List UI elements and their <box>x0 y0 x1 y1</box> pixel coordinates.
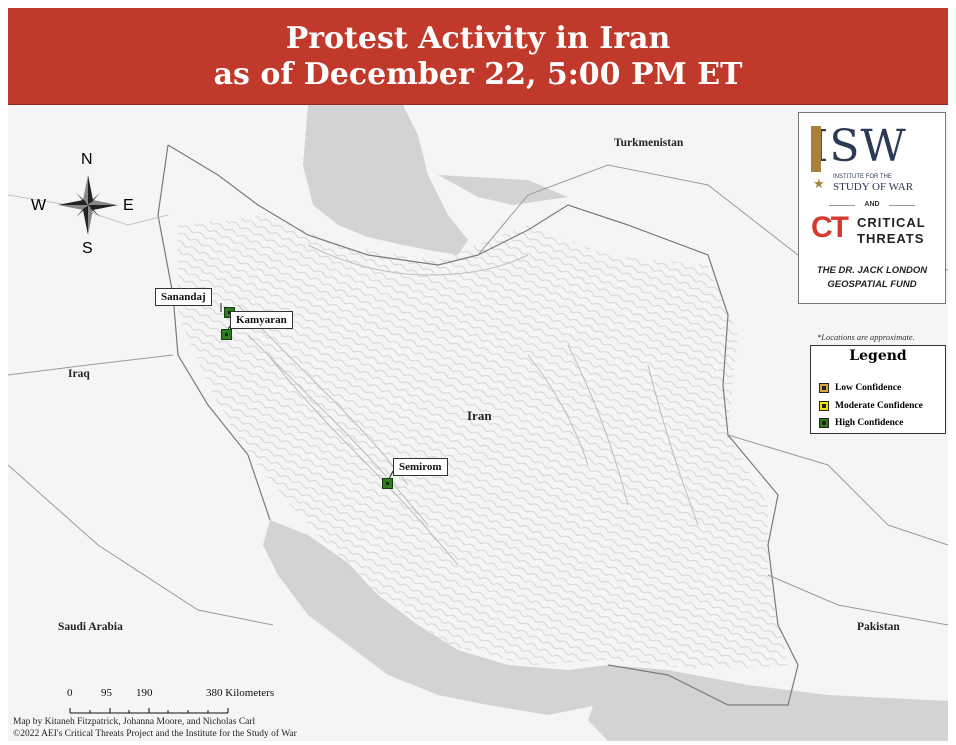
legend-item-moderate: Moderate Confidence <box>819 401 923 411</box>
divider-right <box>889 205 915 206</box>
isw-subtitle-2: STUDY OF WAR <box>833 181 914 193</box>
legend-swatch-high <box>819 418 829 428</box>
compass-n-label: N <box>81 151 93 168</box>
map-canvas: N S E W Turkmenistan Iraq Iran Saudi Ara… <box>8 105 948 741</box>
approx-locations-note: *Locations are approximate. <box>817 332 915 342</box>
ct-line-2: THREATS <box>857 231 925 246</box>
fund-line-1: THE DR. JACK LONDON <box>816 265 928 276</box>
compass-s-label: S <box>82 240 93 257</box>
legend-label-moderate: Moderate Confidence <box>835 401 923 412</box>
credit-authors: Map by Kitaneh Fitzpatrick, Johanna Moor… <box>13 717 256 727</box>
legend-label-low: Low Confidence <box>835 383 902 394</box>
isw-subtitle-1: INSTITUTE FOR THE <box>833 174 892 180</box>
label-iran: Iran <box>467 408 492 423</box>
ct-line-1: CRITICAL <box>857 215 926 230</box>
marker-kamyaran[interactable] <box>221 329 232 340</box>
label-turkmenistan: Turkmenistan <box>614 137 684 149</box>
isw-logo-pillar <box>811 126 821 172</box>
legend-title: Legend <box>849 348 907 364</box>
label-iraq: Iraq <box>68 368 90 380</box>
legend-swatch-low <box>819 383 829 393</box>
logo-panel: ISW ★ INSTITUTE FOR THE STUDY OF WAR AND… <box>798 112 946 304</box>
terrain-layer <box>8 105 948 741</box>
map-title-line2: as of December 22, 5:00 PM ET <box>213 57 743 92</box>
star-icon: ★ <box>813 176 825 191</box>
divider-left <box>829 205 855 206</box>
legend-label-high: High Confidence <box>835 418 904 429</box>
persian-gulf <box>263 520 608 715</box>
compass-rose <box>58 175 118 235</box>
scale-bar <box>69 708 229 714</box>
ct-logo-mark: CT <box>811 211 849 244</box>
scale-label-0: 0 <box>67 687 73 699</box>
legend-swatch-moderate <box>819 401 829 411</box>
iran-border <box>167 144 799 706</box>
label-pakistan: Pakistan <box>857 621 900 633</box>
scale-label-190: 190 <box>136 687 153 699</box>
callout-semirom[interactable]: Semirom <box>393 458 448 476</box>
scale-label-380-km: 380 Kilometers <box>206 687 275 699</box>
label-saudi-arabia: Saudi Arabia <box>58 621 123 633</box>
marker-semirom[interactable] <box>382 478 393 489</box>
callout-kamyaran[interactable]: Kamyaran <box>230 311 293 329</box>
caspian-sea <box>303 105 468 255</box>
map-title-line1: Protest Activity in Iran <box>285 21 671 56</box>
compass-e-label: E <box>123 197 134 214</box>
and-label: AND <box>864 201 880 208</box>
legend-item-low: Low Confidence <box>819 383 901 393</box>
legend-box: Legend Low Confidence Moderate Confidenc… <box>810 345 946 434</box>
title-banner: Protest Activity in Iran as of December … <box>8 8 948 105</box>
scale-label-95: 95 <box>101 687 112 699</box>
credit-copyright: ©2022 AEI's Critical Threats Project and… <box>13 729 297 739</box>
fund-line-2: GEOSPATIAL FUND <box>827 279 917 290</box>
callout-sanandaj[interactable]: Sanandaj <box>155 288 212 306</box>
legend-item-high: High Confidence <box>819 418 903 428</box>
compass-w-label: W <box>31 197 47 214</box>
isw-logo-text: ISW <box>811 121 907 172</box>
